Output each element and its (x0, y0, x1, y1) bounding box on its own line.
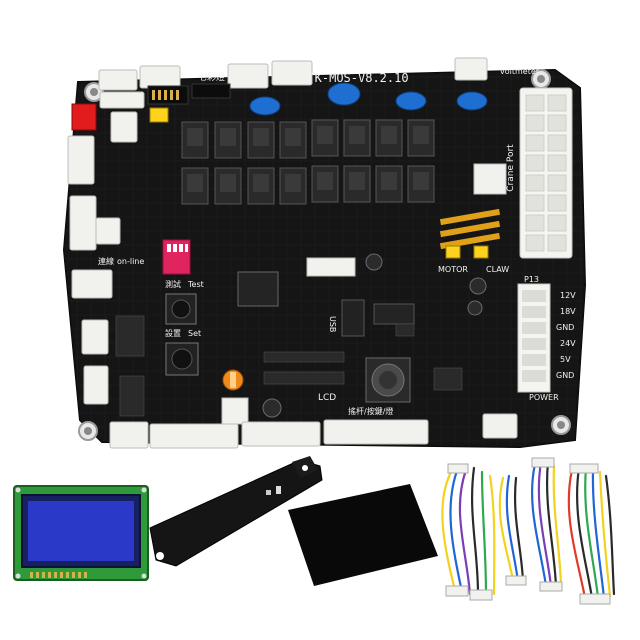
power-terminal (517, 283, 551, 393)
set-button[interactable] (165, 342, 199, 376)
voltage-label: GND (556, 323, 574, 332)
left-connectors (67, 135, 121, 405)
p13-label: P13 (524, 275, 539, 284)
online-cn-label: 連線 (98, 256, 114, 266)
motor-claw-jumpers (439, 208, 501, 259)
test-cn-label: 測試 (165, 279, 181, 289)
set-label: Set (188, 329, 201, 338)
motor-label: MOTOR (438, 265, 468, 274)
foam-pad (288, 484, 438, 586)
voltage-label: 24V (560, 339, 576, 348)
set-cn-label: 設置 (165, 328, 181, 338)
mosfet-array (181, 119, 435, 205)
board-model-label: TK-MOS-V8.2.10 (307, 71, 408, 85)
claw-label: CLAW (486, 265, 509, 274)
voltage-labels: 12V 18V GND 24V 5V GND (556, 291, 576, 380)
main-power-connector (519, 87, 573, 259)
power-label: POWER (529, 393, 559, 402)
voltage-label: 5V (560, 355, 571, 364)
lcd-module (13, 485, 149, 581)
voltage-label: GND (556, 371, 574, 380)
red-terminal-icon (71, 103, 97, 131)
lcd-label: LCD (318, 393, 336, 403)
inductor-icon (365, 357, 411, 403)
usb-label: USB (328, 316, 337, 332)
bottom-connectors (109, 413, 518, 449)
crane-port-label: Crane Port (506, 144, 516, 192)
joystick-label: 搖杆/按鍵/燈 (348, 406, 393, 416)
microcontroller-chip (237, 271, 279, 307)
yellow-jumper-icon (149, 107, 169, 123)
top-connectors (98, 57, 488, 143)
wire-connectors (445, 457, 611, 605)
blue-capacitors (249, 82, 488, 116)
dip-switch (162, 239, 191, 275)
color-light-label: 七彩燈 (198, 71, 225, 83)
voltage-label: 18V (560, 307, 576, 316)
voltmeter-label: voltmeter (500, 67, 540, 76)
voltage-label: 12V (560, 291, 576, 300)
mounting-bracket (149, 456, 323, 567)
online-label: on-line (117, 257, 144, 266)
test-button[interactable] (165, 293, 197, 325)
wire-harnesses (441, 460, 616, 600)
test-label: Test (187, 280, 204, 289)
